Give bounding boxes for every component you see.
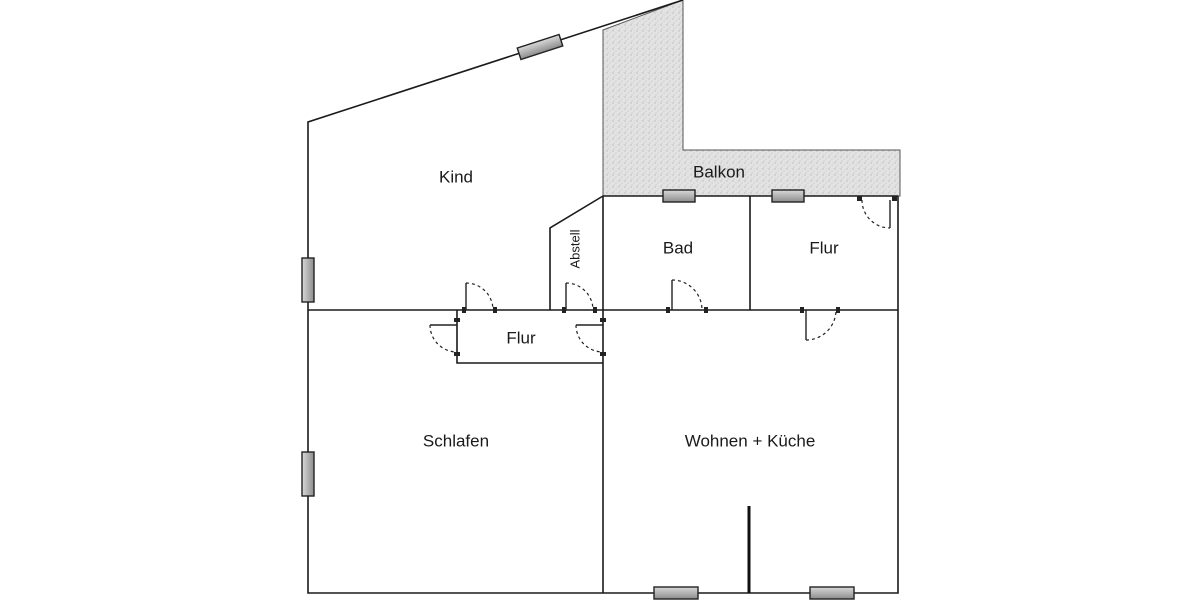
window-symbol [662,189,696,203]
window-symbol [516,33,564,61]
door-swing-symbol [562,282,597,313]
room-label-schlafen: Schlafen [423,431,489,450]
balcony-area [602,0,901,197]
window-symbol [301,257,315,303]
door-swing-symbol [857,196,897,229]
room-label-abstell: Abstell [567,229,582,268]
room-label-flur-center: Flur [506,328,536,347]
room-label-flur-right: Flur [809,238,839,257]
room-label-bad: Bad [663,238,693,257]
window-symbol [301,451,315,497]
window-symbol [809,586,855,600]
window-symbol [653,586,699,600]
room-label-balkon: Balkon [693,162,745,181]
door-swing-symbol [462,282,497,313]
door-swing-symbol [666,279,708,313]
window-symbol [771,189,805,203]
door-swing-symbol [429,318,460,356]
wall-flur-center [456,310,603,364]
wall-abstell [549,195,604,310]
door-swing-symbol [575,318,606,356]
room-label-wohnen: Wohnen + Küche [685,431,816,450]
room-label-kind: Kind [439,167,473,186]
door-swing-symbol [800,307,840,341]
